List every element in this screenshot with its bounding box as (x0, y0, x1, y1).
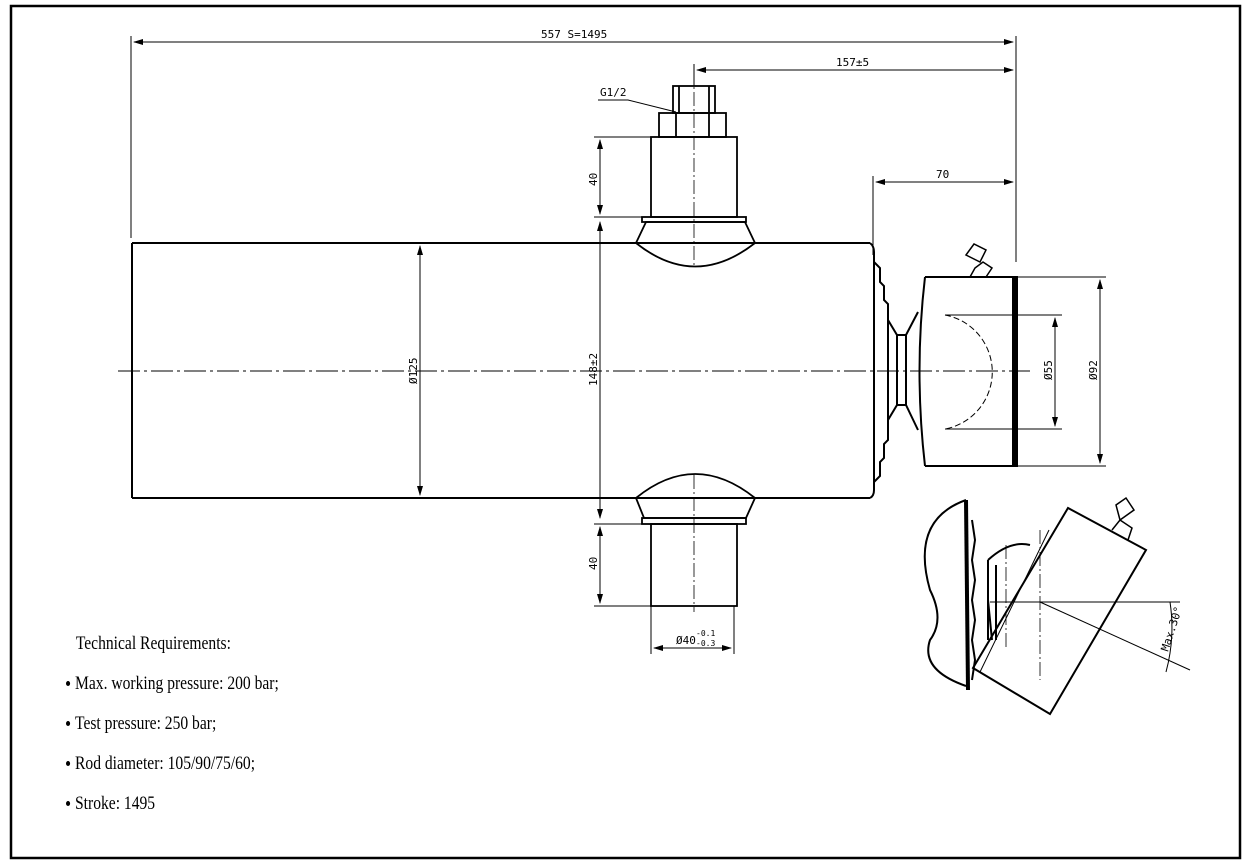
requirement-text: Stroke: 1495 (75, 793, 156, 814)
trunnion-tolerance-lower: -0.3 (696, 639, 715, 648)
technical-requirements: Technical Requirements: Max. working pre… (66, 624, 279, 824)
bullet-icon (66, 721, 71, 726)
requirement-text: Rod diameter: 105/90/75/60; (75, 753, 256, 774)
eye-diameter-label: Ø92 (1087, 360, 1100, 380)
requirements-title: Technical Requirements: (75, 633, 231, 654)
requirement-item: Rod diameter: 105/90/75/60; (66, 744, 279, 784)
top-port-height-label: 40 (587, 173, 600, 186)
overall-length-label: 557 S=1495 (541, 28, 607, 41)
requirement-item: Max. working pressure: 200 bar; (66, 664, 279, 704)
trunnion-tolerance-upper: -0.1 (696, 629, 715, 638)
eye-offset-label: 70 (936, 168, 949, 181)
bottom-trunnion (635, 473, 756, 612)
requirement-item: Stroke: 1495 (66, 784, 279, 824)
requirement-text: Test pressure: 250 bar; (75, 713, 217, 734)
bottom-port-height-label: 40 (587, 557, 600, 570)
requirement-text: Max. working pressure: 200 bar; (75, 673, 279, 694)
requirement-item: Test pressure: 250 bar; (66, 704, 279, 744)
drawing-frame (9, 4, 1242, 860)
bullet-icon (66, 681, 71, 686)
bullet-icon (66, 761, 71, 766)
tilted-detail-view (923, 496, 1191, 716)
rod-end (873, 243, 1062, 483)
port-offset-label: 157±5 (836, 56, 869, 69)
tilt-angle-label: Max.30° (1158, 605, 1185, 653)
trunnion-diameter-label: Ø40 (676, 634, 696, 647)
dimension-lines (130, 36, 1106, 654)
pin-diameter-label: Ø55 (1042, 360, 1055, 380)
trunnion-span-label: 148±2 (587, 353, 600, 386)
top-trunnion (635, 70, 756, 268)
port-thread-label: G1/2 (600, 86, 627, 99)
barrel-diameter-label: Ø125 (407, 358, 420, 385)
bullet-icon (66, 801, 71, 806)
